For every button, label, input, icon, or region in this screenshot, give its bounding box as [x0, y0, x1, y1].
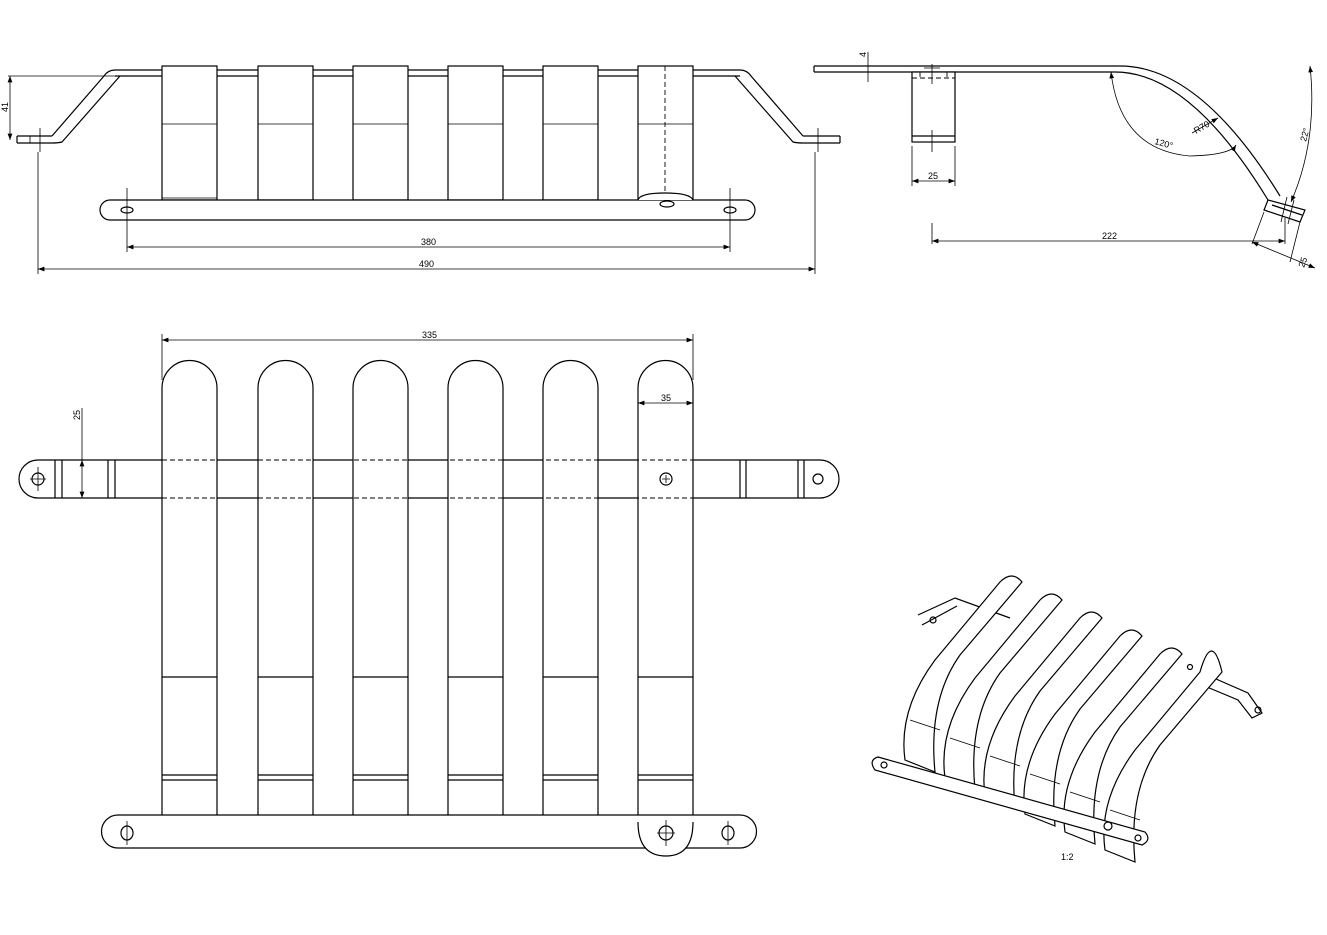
dim-height-label: 41 [0, 102, 10, 112]
dim-radius-label: R70 [1192, 119, 1211, 136]
dim-reach-label: 222 [1102, 231, 1117, 241]
dim-thickness-label: 4 [858, 52, 868, 57]
dim-overall-width-label: 490 [419, 259, 434, 269]
dim-strap-span-label: 335 [422, 330, 437, 340]
front-view: 41 380 490 [0, 65, 841, 274]
dim-foot-width-label: 25 [1296, 256, 1309, 269]
dim-bend-angle-label: 120° [1153, 136, 1174, 151]
dim-tilt-angle-label: 22° [1298, 126, 1311, 142]
dim-strap-width-label: 35 [661, 393, 671, 403]
dim-bar-width-label: 25 [72, 410, 82, 420]
iso-scale-label: 1:2 [1061, 852, 1074, 862]
plan-view: 335 35 25 [18, 330, 840, 857]
side-view: 4 25 120° R70 22° 222 25 [813, 52, 1316, 269]
iso-view: 1:2 [871, 575, 1263, 863]
dim-block-width-label: 25 [928, 171, 938, 181]
dim-hole-spacing-label: 380 [421, 237, 436, 247]
